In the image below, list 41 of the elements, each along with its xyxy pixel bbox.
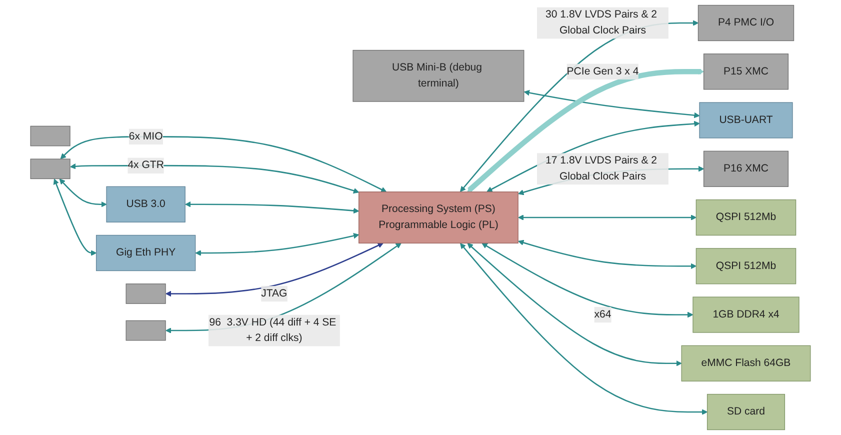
node-box: USB Mini-B (debug terminal): [352, 50, 524, 102]
node-box: [30, 158, 70, 180]
node-box: Gig Eth PHY: [96, 234, 196, 272]
node-box: Processing System (PS) Programmable Logic (PL): [358, 192, 518, 244]
arrow: [524, 90, 700, 118]
edge-label: 96 3.3V HD (44 diff + 4 SE + 2 diff clks): [209, 316, 336, 344]
arrow: [486, 120, 700, 192]
arrow: [460, 243, 708, 415]
node-box: P4 PMC I/O: [698, 4, 794, 42]
arrow: [518, 240, 696, 270]
edge-label: 17 1.8V LVDS Pairs & 2 Global Clock Pairs: [546, 155, 657, 182]
arrow: [166, 242, 384, 297]
node-box: SD card: [706, 394, 786, 430]
arrow: [185, 201, 360, 214]
arrow: [59, 178, 107, 208]
edge-label: 6x MIO: [128, 130, 163, 142]
arrow: [467, 243, 682, 366]
node-box: QSPI 512Mb: [696, 199, 796, 236]
node-box: eMMC Flash 64GB: [681, 345, 811, 382]
node-box: P15 XMC: [703, 54, 789, 90]
edge-label: JTAG: [261, 288, 288, 299]
arrow: [467, 68, 704, 192]
arrow: [60, 136, 387, 192]
arrow: [482, 243, 694, 318]
node-box: [126, 320, 166, 341]
edge-label: PCIe Gen 3 x 4: [566, 66, 639, 77]
node-box: [126, 284, 166, 304]
arrow: [460, 20, 698, 192]
edge-label: 30 1.8V LVDS Pairs & 2 Global Clock Pairs: [546, 9, 657, 36]
edge-label: x64: [594, 308, 612, 320]
arrow: [195, 232, 360, 256]
edge-label: 4x GTR: [128, 160, 164, 171]
arrow: [166, 242, 402, 334]
node-box: [30, 126, 70, 146]
node-box: USB 3.0: [106, 186, 186, 222]
node-box: USB-UART: [699, 102, 793, 138]
arrow: [53, 178, 97, 256]
node-box: P16 XMC: [703, 150, 789, 187]
node-box: QSPI 512Mb: [696, 248, 796, 284]
arrow: [518, 214, 696, 220]
node-box: 1GB DDR4 x4: [692, 296, 800, 333]
